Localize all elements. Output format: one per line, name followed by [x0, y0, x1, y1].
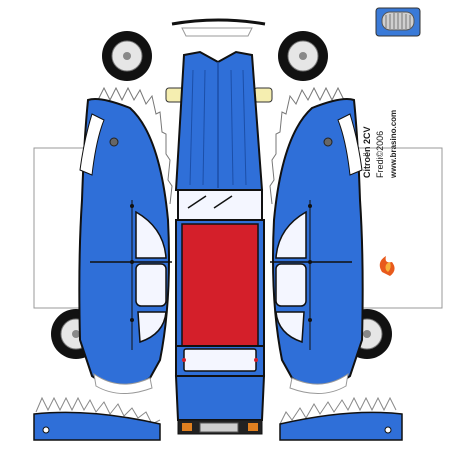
front-right-wheel	[278, 31, 328, 81]
author-credit: Fredi©2006	[375, 130, 385, 178]
top-strip-tab	[181, 27, 253, 37]
right-headlight	[253, 87, 273, 103]
website-link[interactable]: www.brasino.com	[389, 109, 398, 178]
brasino-logo-icon	[379, 256, 395, 276]
model-name: Citroën 2CV	[362, 126, 372, 178]
rear-left-fender	[33, 396, 161, 441]
right-backing-panel	[351, 147, 443, 309]
left-side-panel	[78, 86, 173, 394]
front-left-wheel	[102, 31, 152, 81]
top-strip	[171, 18, 266, 26]
model-credits: Citroën 2CV Fredi©2006 www.brasino.com	[361, 58, 421, 178]
rear-right-fender	[279, 396, 403, 441]
front-grille	[375, 7, 421, 37]
right-side-panel	[269, 86, 364, 394]
roof-panel	[174, 50, 266, 435]
